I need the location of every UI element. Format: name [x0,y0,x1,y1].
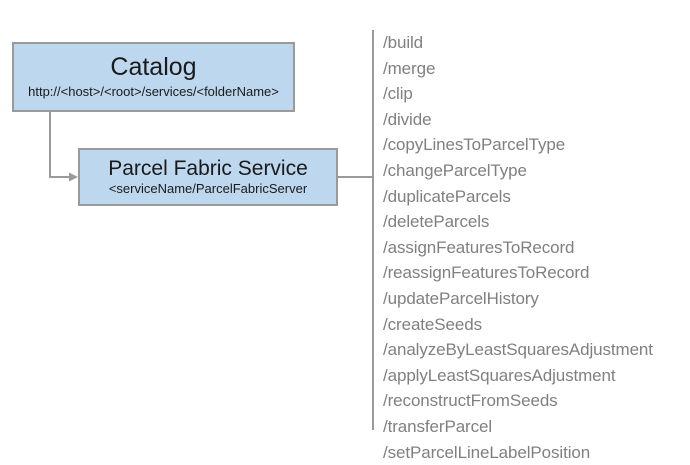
operation-item[interactable]: /build [383,30,682,56]
operation-item[interactable]: /reconstructFromSeeds [383,388,682,414]
operation-item[interactable]: /createSeeds [383,312,682,338]
operation-item[interactable]: /analyzeByLeastSquaresAdjustment [383,337,682,363]
parcel-fabric-service-diagram: Catalog http://<host>/<root>/services/<f… [0,0,690,442]
operation-item[interactable]: /reassignFeaturesToRecord [383,260,682,286]
operation-item[interactable]: /applyLeastSquaresAdjustment [383,363,682,389]
parcel-fabric-service-node-url: <serviceName/ParcelFabricServer [109,181,307,197]
operation-item[interactable]: /transferParcel [383,414,682,440]
operation-item[interactable]: /assignFeaturesToRecord [383,235,682,261]
connector-arrowhead-icon [69,173,78,182]
parcel-fabric-service-node-title: Parcel Fabric Service [108,157,308,180]
catalog-to-service-connector [50,112,72,177]
operation-item[interactable]: /clip [383,81,682,107]
operation-item[interactable]: /merge [383,56,682,82]
operation-item[interactable]: /changeParcelType [383,158,682,184]
operation-item[interactable]: /duplicateParcels [383,184,682,210]
catalog-node[interactable]: Catalog http://<host>/<root>/services/<f… [12,42,295,112]
operation-item[interactable]: /setParcelLineLabelPosition [383,440,682,465]
operations-list: /build/merge/clip/divide/copyLinesToParc… [372,30,682,430]
operation-item[interactable]: /divide [383,107,682,133]
parcel-fabric-service-node[interactable]: Parcel Fabric Service <serviceName/Parce… [78,148,338,206]
catalog-node-title: Catalog [110,54,196,82]
catalog-node-url: http://<host>/<root>/services/<folderNam… [28,84,279,100]
operation-item[interactable]: /copyLinesToParcelType [383,132,682,158]
operation-item[interactable]: /deleteParcels [383,209,682,235]
operation-item[interactable]: /updateParcelHistory [383,286,682,312]
